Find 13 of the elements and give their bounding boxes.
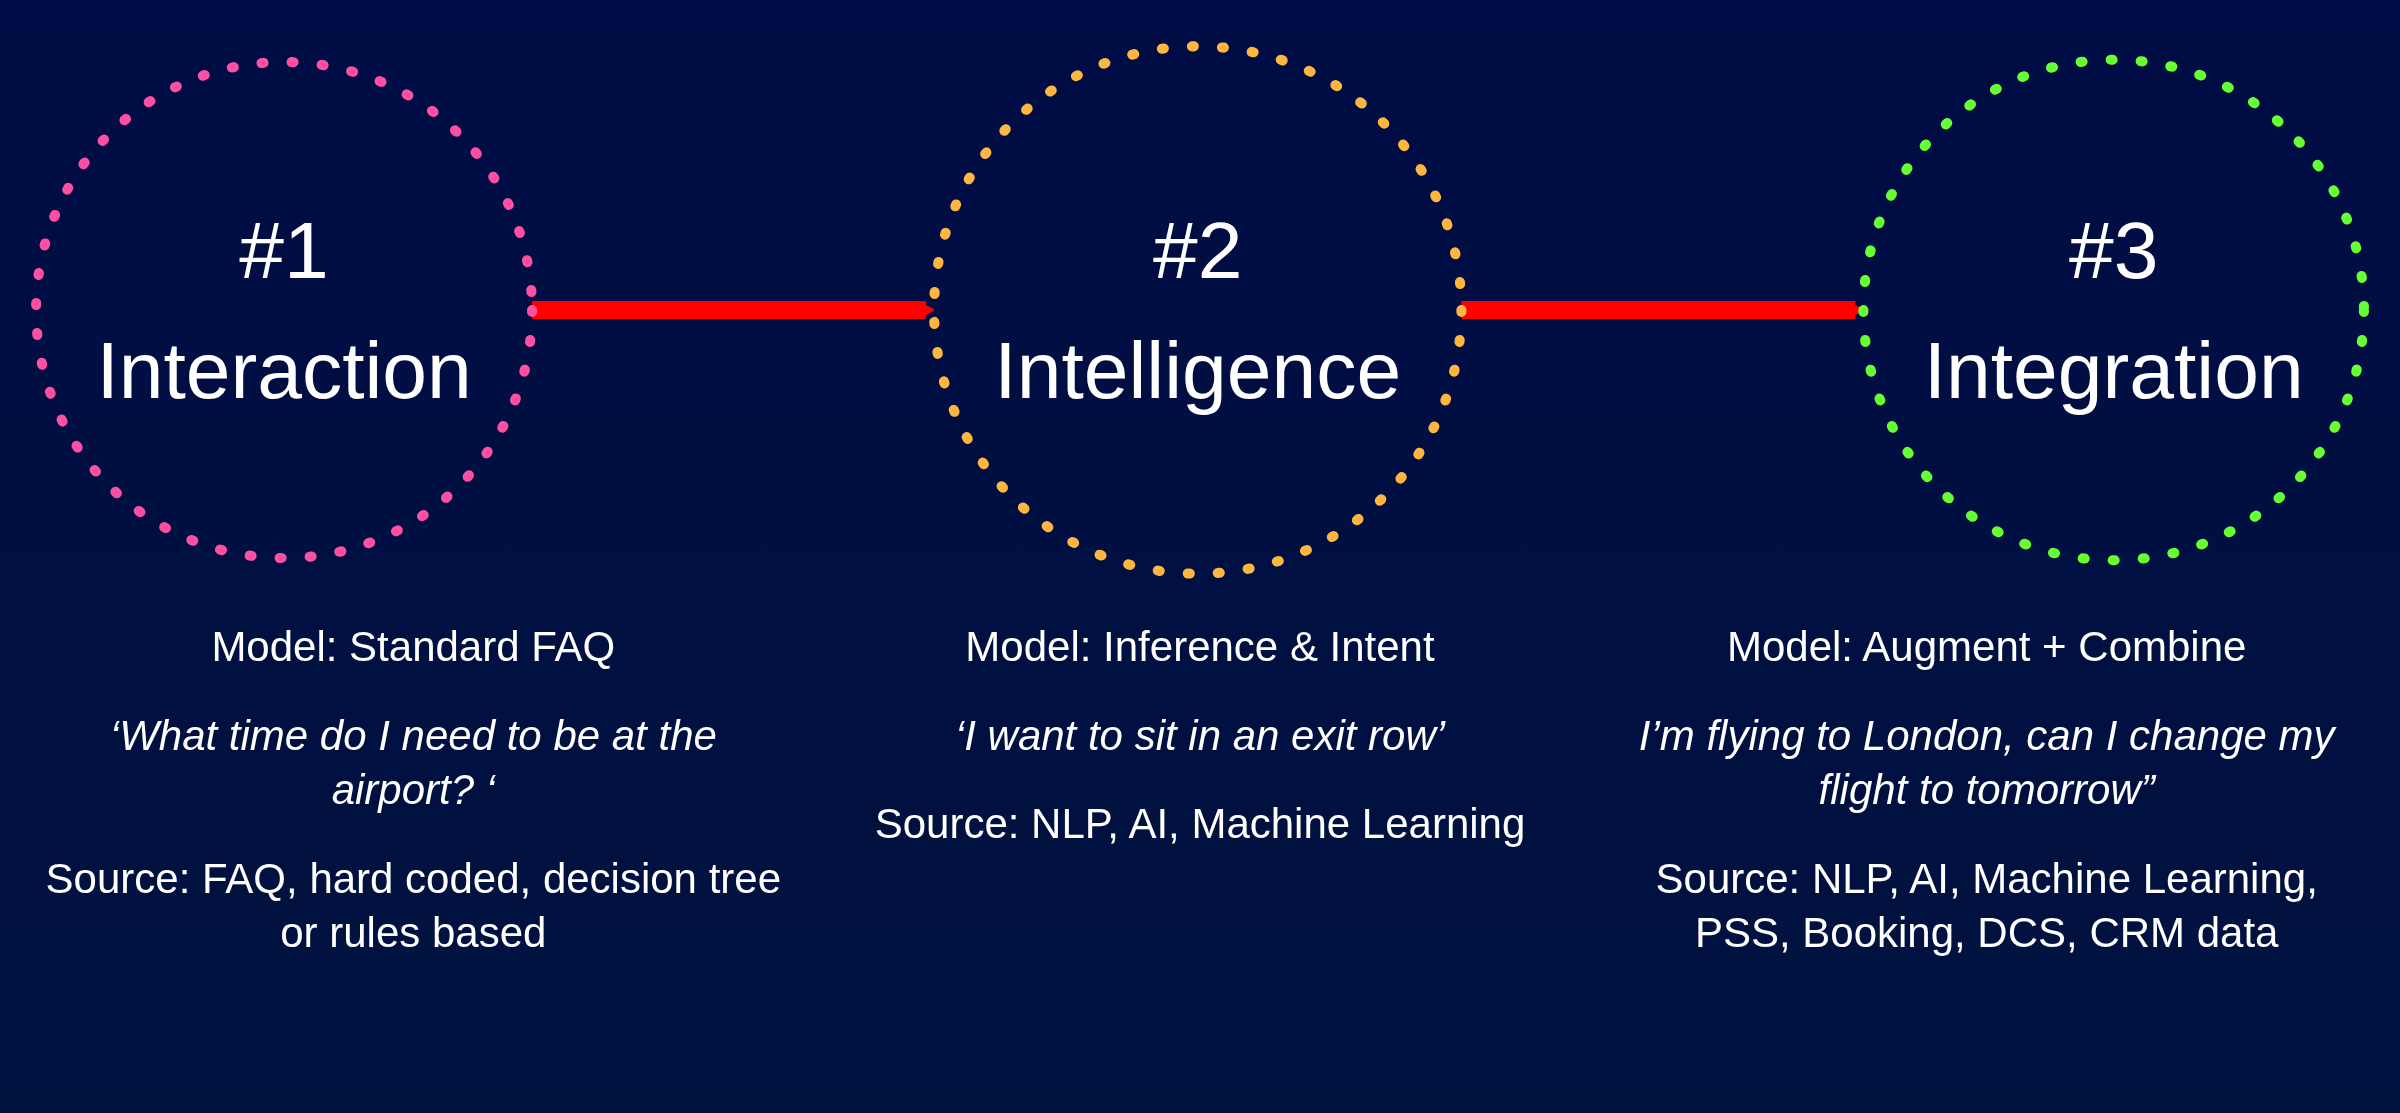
- arrow: [532, 300, 935, 320]
- model-text: Model: Augment + Combine: [1725, 622, 2248, 672]
- node-circle: #3 Integration: [1858, 54, 2369, 566]
- example-quote: ‘What time do I need to be at the airport? ‘: [108, 710, 718, 816]
- source-text: Source: FAQ, hard coded, decision tree or rules based: [44, 853, 783, 959]
- model-text: Model: Inference & Intent: [964, 622, 1436, 672]
- example-quote: I’m flying to London, can I change my flight to tomorrow”: [1637, 710, 2338, 816]
- node-circle: #2 Intelligence: [929, 41, 1467, 579]
- source-text: Source: NLP, AI, Machine Learning: [873, 799, 1527, 850]
- source-text: Source: NLP, AI, Machine Learning, PSS, Booking, DCS, CRM data: [1654, 853, 2319, 959]
- node-circle: #1 Interaction: [31, 56, 538, 564]
- example-quote: ‘I want to sit in an exit row’: [953, 710, 1447, 761]
- model-text: Model: Standard FAQ: [210, 622, 617, 672]
